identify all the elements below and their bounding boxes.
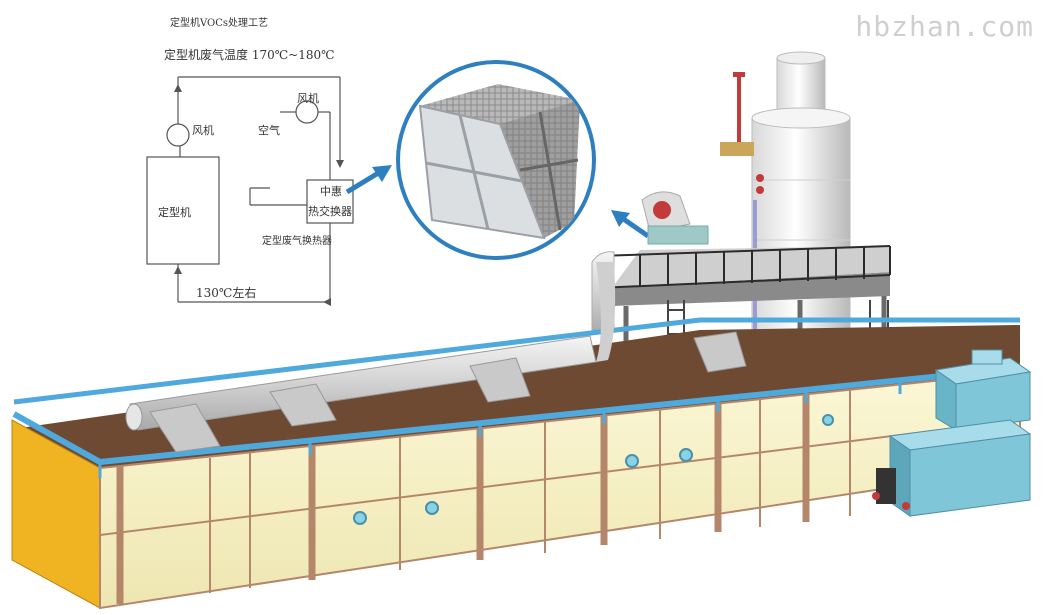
machine-label: 定型机 — [158, 206, 191, 219]
hx-box — [306, 179, 354, 224]
return-temp-label: 130℃左右 — [196, 286, 257, 300]
hx-label-line2: 热交换器 — [308, 205, 352, 218]
window-1 — [353, 511, 367, 525]
exhaust-temp-label: 定型机废气温度 170℃~180℃ — [164, 48, 335, 62]
site-watermark: hbzhan.com — [855, 10, 1034, 43]
flow-title: 定型机VOCs处理工艺 — [170, 18, 269, 29]
window-3 — [625, 454, 639, 468]
air-label: 空气 — [258, 124, 280, 137]
window-2 — [425, 501, 439, 515]
window-5 — [822, 414, 834, 426]
scrubber-unit — [872, 349, 1032, 517]
flow-diagram — [146, 76, 354, 306]
window-4 — [679, 448, 693, 462]
platform-fan — [641, 191, 709, 245]
roof-duct — [125, 262, 747, 453]
fan-left-label: 风机 — [192, 124, 214, 137]
hx-caption: 定型废气换热器 — [262, 236, 332, 247]
machine-box — [146, 156, 220, 265]
fan-right-label: 风机 — [297, 92, 319, 105]
heat-exchanger-callout — [396, 60, 596, 260]
fan-left-symbol — [166, 123, 190, 147]
hx-label-line1: 中惠 — [320, 185, 342, 198]
callout-arrows — [345, 165, 650, 239]
